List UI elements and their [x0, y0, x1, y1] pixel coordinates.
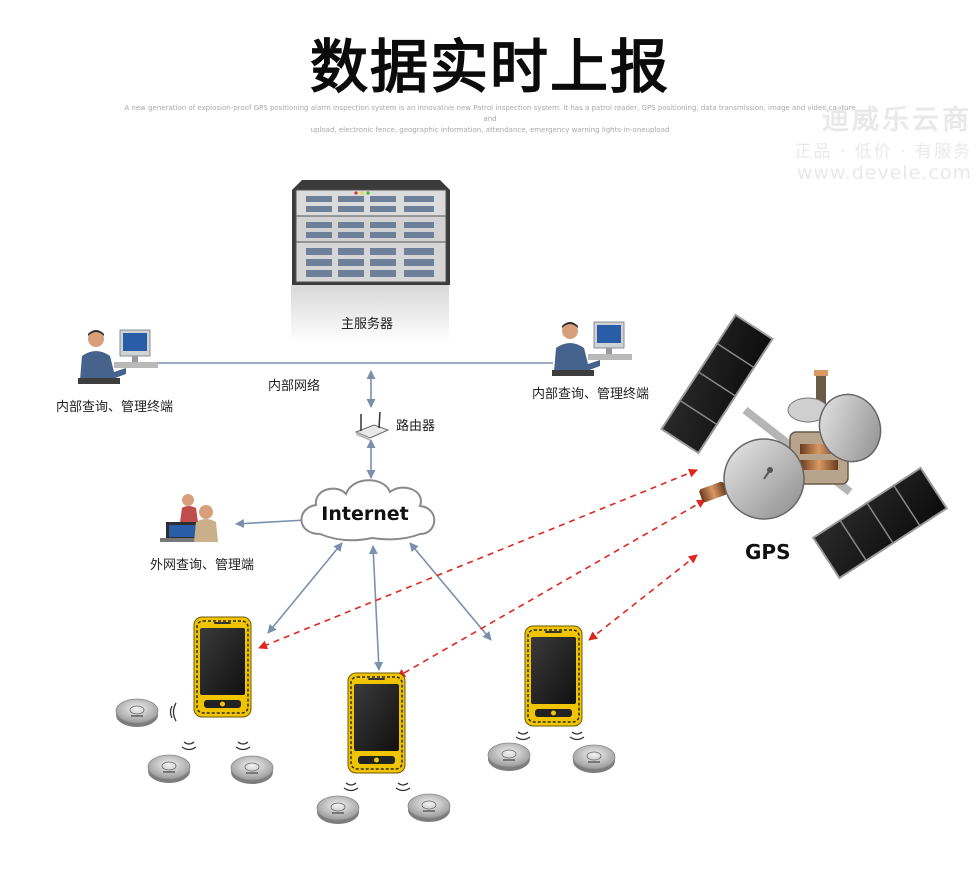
link-internet-external [235, 519, 307, 529]
gps-satellite-illustration [660, 313, 949, 580]
link-internet-phone-left [267, 542, 343, 634]
watermark-brand: 迪威乐云商 [822, 105, 972, 136]
watermark-site: www.devele.com [796, 162, 972, 184]
gps-label: GPS [745, 540, 791, 564]
server-rack-illustration [291, 180, 450, 343]
subtitle-line-2: upload, electronic fence, geographic inf… [310, 126, 670, 134]
router-label: 路由器 [396, 419, 436, 434]
router-illustration [354, 411, 390, 441]
page-title: 数据实时上报 [309, 33, 670, 101]
link-internet-phone-center [368, 545, 384, 671]
terminal-left-illustration [77, 329, 159, 385]
page-subtitle: A new generation of explosion-proof GPS … [120, 103, 860, 136]
intranet-label: 内部网络 [268, 379, 321, 394]
terminal-right-illustration [551, 321, 633, 377]
phone-center [347, 672, 406, 774]
phone-left [193, 616, 252, 718]
subtitle-line-1: A new generation of explosion-proof GPS … [124, 104, 856, 123]
signal-waves [169, 702, 585, 792]
external-terminal-illustration [160, 494, 218, 542]
link-internet-phone-right [409, 542, 492, 641]
server-label: 主服务器 [341, 317, 394, 332]
phone-right [524, 625, 583, 727]
internet-label: Internet [321, 503, 409, 525]
terminal-right-label: 内部查询、管理终端 [532, 387, 650, 402]
terminal-left-label: 内部查询、管理终端 [56, 400, 174, 415]
gps-link-phone-center [396, 499, 706, 678]
watermark-slogan: 正品 · 低价 · 有服务 [794, 142, 972, 162]
external-terminal-label: 外网查询、管理端 [150, 558, 255, 573]
internet-cloud [300, 479, 436, 542]
gps-link-phone-right [588, 554, 698, 641]
